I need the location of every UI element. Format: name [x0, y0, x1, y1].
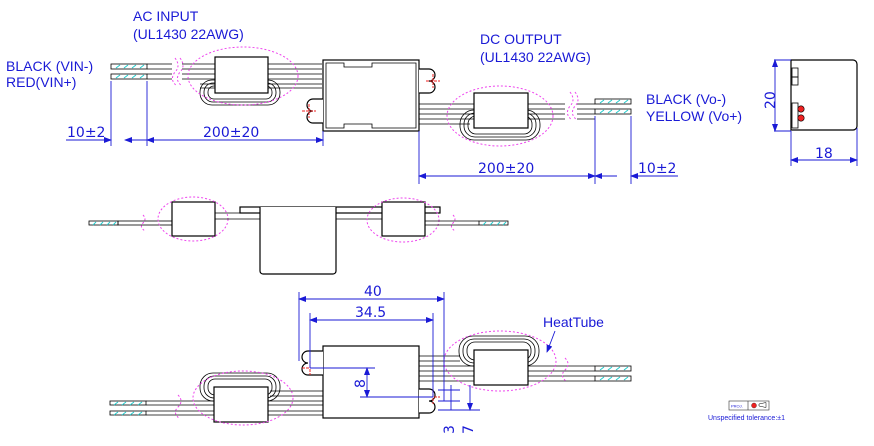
dc-output-title: DC OUTPUT — [480, 31, 562, 47]
dim-width: 18 — [815, 146, 833, 162]
dim-hole-offset: 8 — [353, 379, 369, 388]
mounting-hole-right — [426, 74, 440, 88]
bottom-view: HeatTube 40 34.5 8 3 7 — [109, 284, 632, 434]
title-footer: PROJ. Unspecified tolerance:±1 — [708, 400, 785, 422]
dim-height: 20 — [763, 91, 779, 109]
bottom-view-dimensions: 40 34.5 8 3 7 — [298, 284, 480, 434]
projection-symbol-box — [728, 400, 770, 411]
pin-icon — [797, 105, 805, 113]
ac-input-title: AC INPUT — [133, 8, 199, 24]
input-black-wire-label: BLACK (VIN-) — [6, 58, 93, 74]
module-body-top — [302, 59, 440, 132]
tolerance-note: Unspecified tolerance:±1 — [708, 415, 785, 422]
proj-label: PROJ. — [731, 404, 743, 409]
input-red-wire-label: RED(VIN+) — [6, 74, 76, 90]
input-wire-strips — [110, 63, 148, 80]
dc-output-spec: (UL1430 22AWG) — [480, 49, 591, 65]
top-view: AC INPUT (UL1430 22AWG) BLACK (VIN-) RED… — [6, 8, 742, 184]
dim-output-strip: 10±2 — [638, 161, 676, 177]
pin-icon — [797, 114, 805, 122]
ac-input-spec: (UL1430 22AWG) — [133, 26, 244, 42]
dim-input-length: 200±20 — [203, 125, 259, 141]
input-heattube-highlight — [187, 46, 299, 106]
heattube-label: HeatTube — [543, 314, 604, 330]
projection-cone-icon — [758, 402, 767, 408]
side-view: 20 18 — [763, 59, 858, 166]
mounting-hole-left — [302, 104, 316, 118]
input-ferrite-core — [187, 46, 299, 106]
output-ferrite-core — [446, 85, 554, 147]
output-heattube-highlight — [446, 85, 554, 147]
projection-circle-icon — [751, 402, 757, 409]
dim-overall-length: 40 — [364, 284, 382, 300]
dim-input-strip: 10±2 — [67, 125, 105, 141]
output-wire-strips — [594, 98, 632, 115]
front-view — [88, 196, 509, 275]
heattube-leader — [546, 330, 556, 353]
dim-output-length: 200±20 — [478, 161, 534, 177]
output-yellow-wire-label: YELLOW (Vo+) — [646, 108, 742, 124]
dim-hole-pitch: 34.5 — [355, 305, 386, 321]
dim-7: 7 — [461, 425, 477, 434]
output-black-wire-label: BLACK (Vo-) — [646, 91, 726, 107]
dim-3: 3 — [442, 425, 458, 434]
top-view-dimensions: 10±2 200±20 200±20 10±2 — [66, 81, 678, 184]
